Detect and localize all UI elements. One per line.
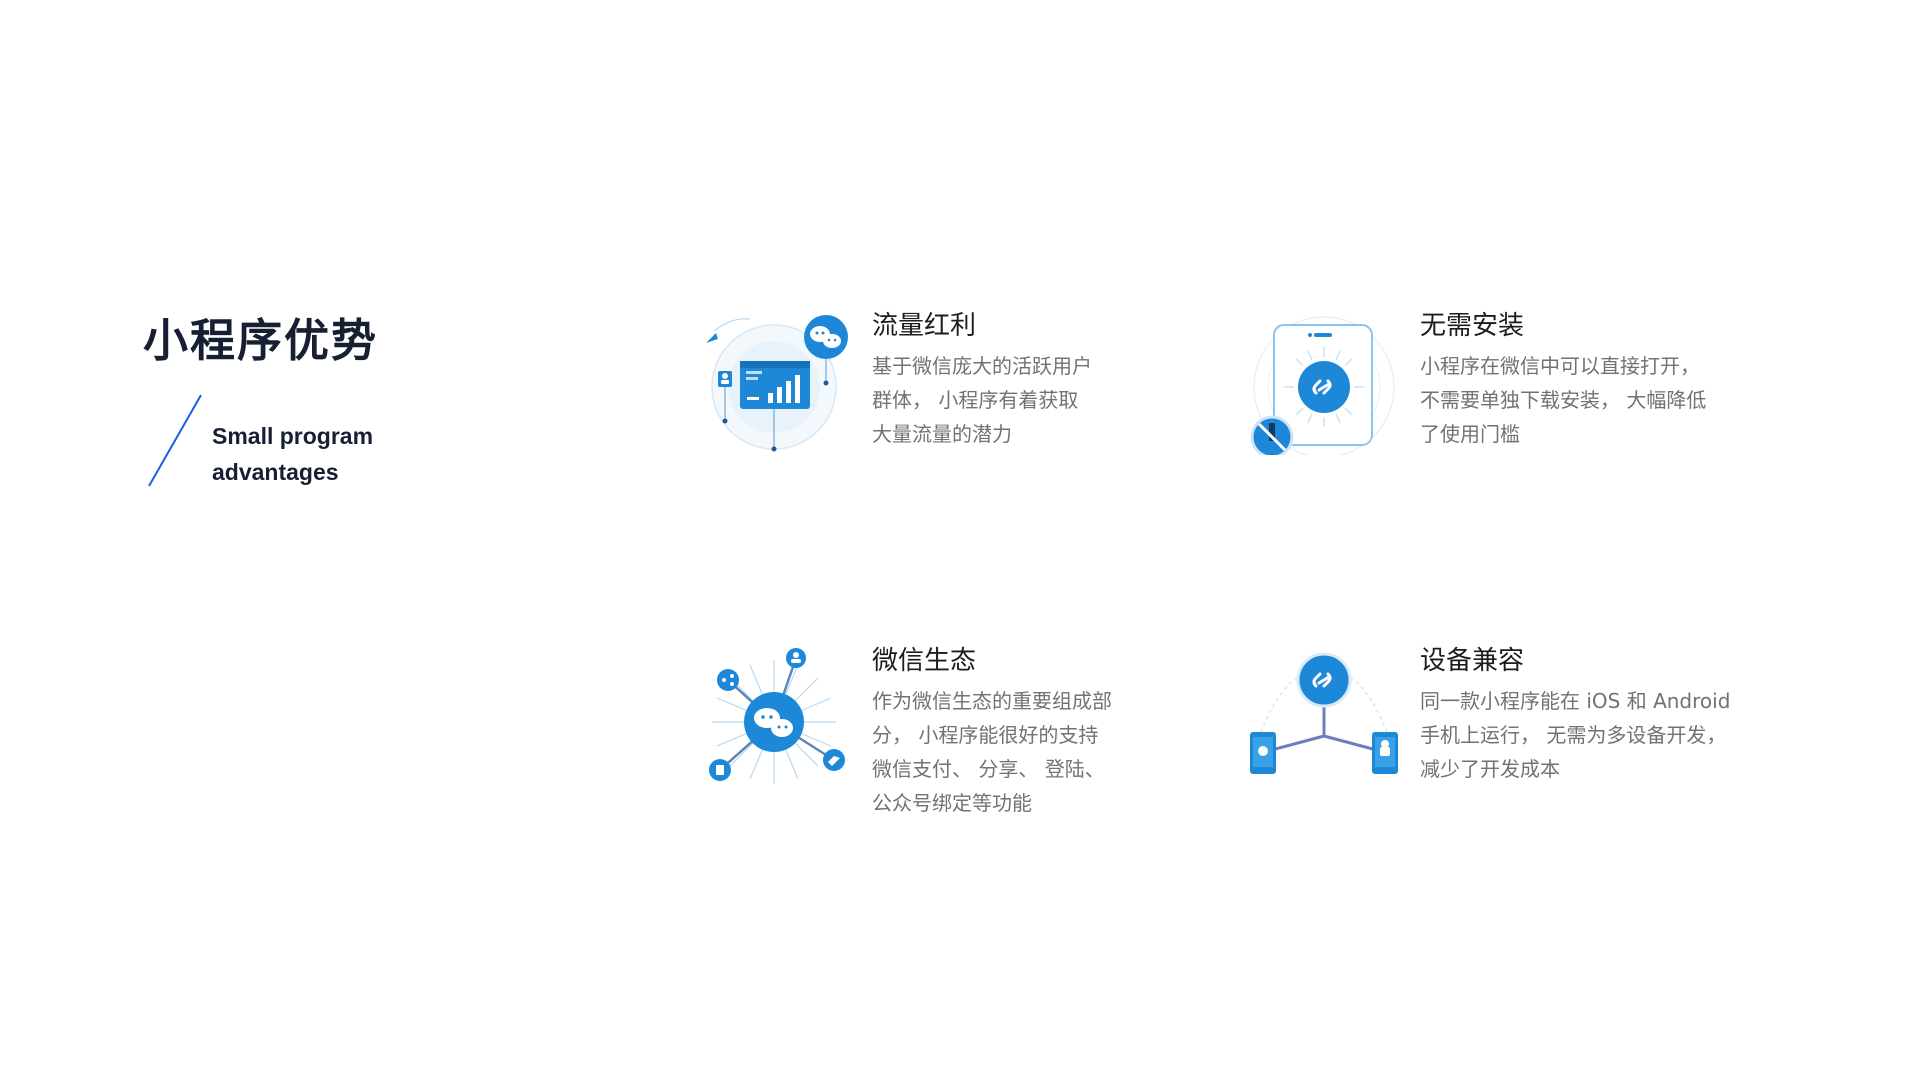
page-title: 小程序优势 bbox=[143, 314, 379, 367]
feature-description: 同一款小程序能在 iOS 和 Android 手机上运行， 无需为多设备开发， … bbox=[1420, 684, 1780, 786]
feature-description: 作为微信生态的重要组成部 分， 小程序能很好的支持 微信支付、 分享、 登陆、 … bbox=[872, 684, 1232, 820]
subtitle-line: advantages bbox=[212, 459, 339, 485]
feature-line: 同一款小程序能在 iOS 和 Android bbox=[1420, 689, 1731, 713]
feature-line: 手机上运行， 无需为多设备开发， bbox=[1420, 723, 1727, 747]
feature-line: 不需要单独下载安装， 大幅降低 bbox=[1420, 388, 1707, 412]
subtitle-line: Small program bbox=[212, 423, 374, 449]
feature-line: 公众号绑定等功能 bbox=[872, 791, 1032, 815]
no-install-phone-icon bbox=[1250, 316, 1395, 455]
feature-line: 大量流量的潜力 bbox=[872, 422, 1012, 446]
feature-title: 流量红利 bbox=[872, 311, 977, 341]
wechat-ecosystem-icon bbox=[709, 648, 845, 784]
feature-line: 减少了开发成本 bbox=[1420, 757, 1560, 781]
device-compatibility-icon bbox=[1250, 652, 1398, 774]
feature-line: 分， 小程序能很好的支持 bbox=[872, 723, 1099, 747]
divider-slash bbox=[148, 394, 202, 487]
feature-title: 微信生态 bbox=[872, 646, 977, 676]
feature-line: 群体， 小程序有着获取 bbox=[872, 388, 1079, 412]
feature-title: 无需安装 bbox=[1420, 311, 1525, 341]
feature-line: 了使用门槛 bbox=[1420, 422, 1520, 446]
feature-line: 基于微信庞大的活跃用户 bbox=[872, 354, 1092, 378]
page-subtitle: Small program advantages bbox=[212, 418, 373, 490]
feature-description: 基于微信庞大的活跃用户 群体， 小程序有着获取 大量流量的潜力 bbox=[872, 349, 1232, 451]
feature-description: 小程序在微信中可以直接打开， 不需要单独下载安装， 大幅降低 了使用门槛 bbox=[1420, 349, 1780, 451]
feature-title: 设备兼容 bbox=[1420, 646, 1525, 676]
feature-line: 小程序在微信中可以直接打开， bbox=[1420, 354, 1700, 378]
traffic-chart-icon bbox=[706, 315, 848, 452]
feature-line: 微信支付、 分享、 登陆、 bbox=[872, 757, 1105, 781]
feature-line: 作为微信生态的重要组成部 bbox=[872, 689, 1112, 713]
